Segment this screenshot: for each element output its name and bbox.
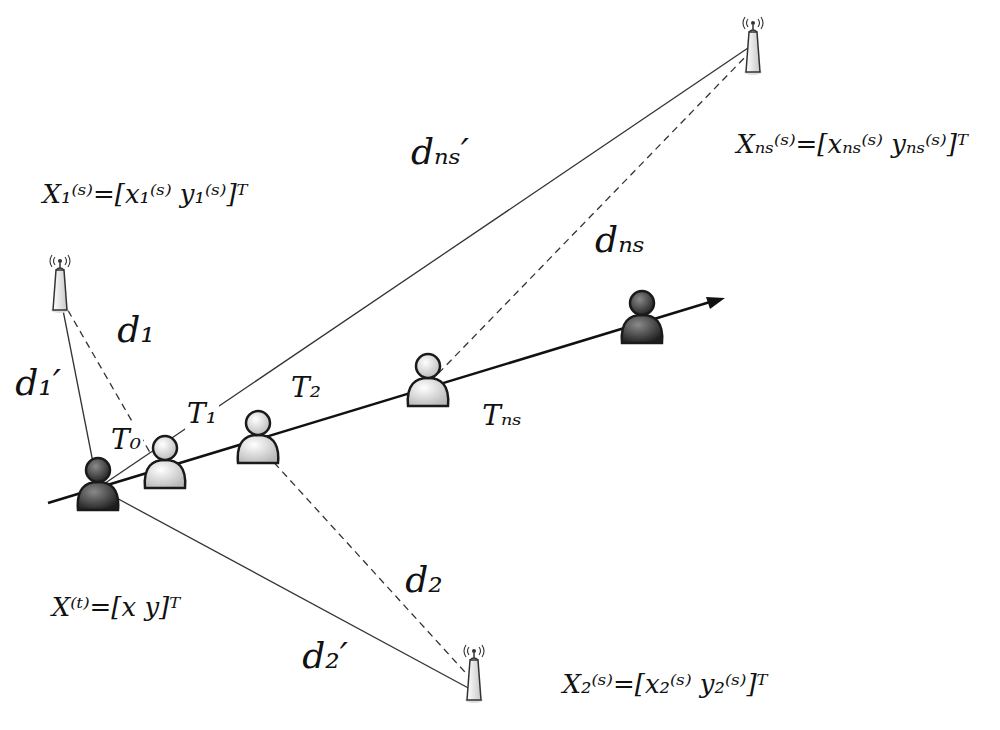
distance-label: d₁′ bbox=[13, 362, 63, 403]
anchor-tower bbox=[743, 17, 763, 75]
distance-label: d₁ bbox=[115, 309, 156, 350]
range-line bbox=[98, 488, 472, 690]
person-true bbox=[78, 458, 119, 510]
coordinate-label: X₂⁽ˢ⁾=[x₂⁽ˢ⁾ y₂⁽ˢ⁾]ᵀ bbox=[561, 670, 770, 700]
coordinate-label: X₁⁽ˢ⁾=[x₁⁽ˢ⁾ y₁⁽ˢ⁾]ᵀ bbox=[41, 180, 250, 210]
time-label: T₁ bbox=[185, 398, 219, 430]
range-line bbox=[98, 48, 748, 488]
trajectory-line bbox=[48, 302, 710, 503]
time-label: T₂ bbox=[289, 372, 323, 404]
time-label: Tₙₛ bbox=[480, 400, 523, 432]
person-true bbox=[622, 291, 663, 343]
person-sample bbox=[145, 436, 186, 488]
dashed-range-line bbox=[430, 52, 750, 382]
dashed-range-line bbox=[258, 445, 474, 682]
distance-label: dₙₛ′ bbox=[409, 131, 471, 172]
distance-label: d₂′ bbox=[300, 635, 350, 676]
anchor-tower bbox=[464, 645, 484, 703]
trajectory-arrowhead bbox=[706, 297, 725, 309]
distance-label: dₙₛ bbox=[593, 219, 647, 260]
time-label: T₀ bbox=[109, 424, 143, 456]
coordinate-label: Xₙₛ⁽ˢ⁾=[xₙₛ⁽ˢ⁾ yₙₛ⁽ˢ⁾]ᵀ bbox=[734, 130, 970, 160]
person-sample bbox=[408, 354, 449, 406]
person-sample bbox=[238, 411, 279, 463]
anchor-tower bbox=[50, 255, 70, 313]
coordinate-label: X⁽ᵗ⁾=[x y]ᵀ bbox=[50, 593, 182, 623]
distance-label: d₂ bbox=[403, 559, 444, 600]
